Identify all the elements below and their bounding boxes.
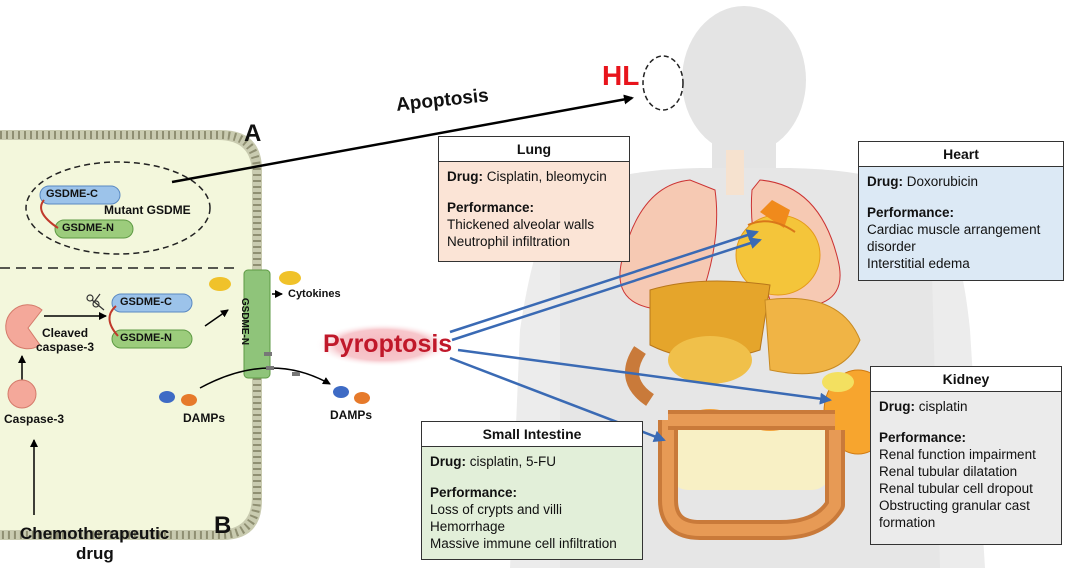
small-intestine-perf-label: Performance: — [430, 485, 518, 500]
kidney-perf-item: Renal function impairment — [879, 447, 1036, 462]
small-intestine-drug-label: Drug: — [430, 454, 466, 469]
chemo-label-2: drug — [76, 544, 114, 563]
cleaved-caspase-icon — [5, 304, 43, 350]
lung-perf-item: Neutrophil infiltration — [447, 234, 571, 249]
damps-outside-label: DAMPs — [330, 408, 373, 422]
lung-box-title: Lung — [439, 137, 629, 162]
lung-drug: Cisplatin, bleomycin — [486, 169, 607, 184]
panel-a-label: A — [244, 120, 262, 147]
chemo-label-1: Chemotherapeutic — [20, 524, 170, 543]
scissors-icon — [86, 293, 105, 311]
kidney-perf-item: formation — [879, 515, 936, 530]
gsdme-c-bottom-label: GSDME-C — [120, 296, 172, 308]
small-intestine-perf-item: Massive immune cell infiltration — [430, 536, 617, 551]
gsdme-n-bottom-label: GSDME-N — [120, 332, 172, 344]
gsdme-n-pore-label: GSDME-N — [239, 297, 251, 346]
ear-circle — [642, 55, 684, 111]
kidney-drug: cisplatin — [918, 399, 968, 414]
heart-perf-item: Cardiac muscle arrangement — [867, 222, 1041, 237]
pyroptosis-glow — [315, 323, 451, 367]
gsdme-n-top — [54, 219, 134, 239]
kidney-perf-item: Renal tubular cell dropout — [879, 481, 1033, 496]
lung-left — [619, 179, 718, 309]
small-intestine-box: Small Intestine Drug: cisplatin, 5-FU Pe… — [421, 421, 643, 560]
kidney-perf-item: Obstructing granular cast — [879, 498, 1030, 513]
caspase3-label: Caspase-3 — [4, 412, 65, 426]
mutant-gsdme-label: Mutant GSDME — [104, 203, 191, 217]
pyroptosis-label: Pyroptosis — [323, 330, 453, 358]
kidney-box: Kidney Drug: cisplatin Performance: Rena… — [870, 366, 1062, 545]
cytokines-label: Cytokines — [288, 288, 341, 300]
heart-perf-item: disorder — [867, 239, 916, 254]
heart-perf-label: Performance: — [867, 205, 955, 220]
gsdme-n-bottom — [111, 329, 193, 349]
lung-perf-label: Performance: — [447, 200, 535, 215]
lung-drug-label: Drug: — [447, 169, 483, 184]
heart-drug: Doxorubicin — [906, 174, 979, 189]
cleaved-caspase-label-1: Cleaved — [42, 326, 89, 340]
hl-label: HL — [602, 60, 640, 91]
cleaved-caspase-label-2: caspase-3 — [36, 340, 95, 354]
kidney-drug-label: Drug: — [879, 399, 915, 414]
gsdme-c-top — [39, 185, 121, 205]
heart-drug-label: Drug: — [867, 174, 903, 189]
lung-box: Lung Drug: Cisplatin, bleomycin Performa… — [438, 136, 630, 262]
damps-inside-label: DAMPs — [183, 411, 226, 425]
membrane-dots — [0, 131, 261, 539]
heart-box-title: Heart — [859, 142, 1063, 167]
small-intestine-perf-item: Hemorrhage — [430, 519, 506, 534]
gsdme-n-top-label: GSDME-N — [62, 222, 114, 234]
kidney-perf-label: Performance: — [879, 430, 967, 445]
lung-perf-item: Thickened alveolar walls — [447, 217, 595, 232]
heart-box: Heart Drug: Doxorubicin Performance: Car… — [858, 141, 1064, 281]
caspase3-icon — [7, 379, 37, 409]
small-intestine-perf-item: Loss of crypts and villi — [430, 502, 563, 517]
gsdme-c-top-label: GSDME-C — [46, 188, 98, 200]
stomach — [764, 297, 861, 375]
gsdme-c-bottom — [111, 293, 193, 313]
small-intestine-box-title: Small Intestine — [422, 422, 642, 447]
heart-perf-item: Interstitial edema — [867, 256, 970, 271]
mutant-gsdme-ellipse — [25, 161, 211, 255]
gsdme-n-pore — [243, 269, 271, 379]
panel-b-label: B — [214, 512, 232, 539]
kidney-box-title: Kidney — [871, 367, 1061, 392]
small-intestine-drug: cisplatin, 5-FU — [469, 454, 557, 469]
kidney-perf-item: Renal tubular dilatation — [879, 464, 1018, 479]
apoptosis-arrow — [171, 94, 634, 184]
